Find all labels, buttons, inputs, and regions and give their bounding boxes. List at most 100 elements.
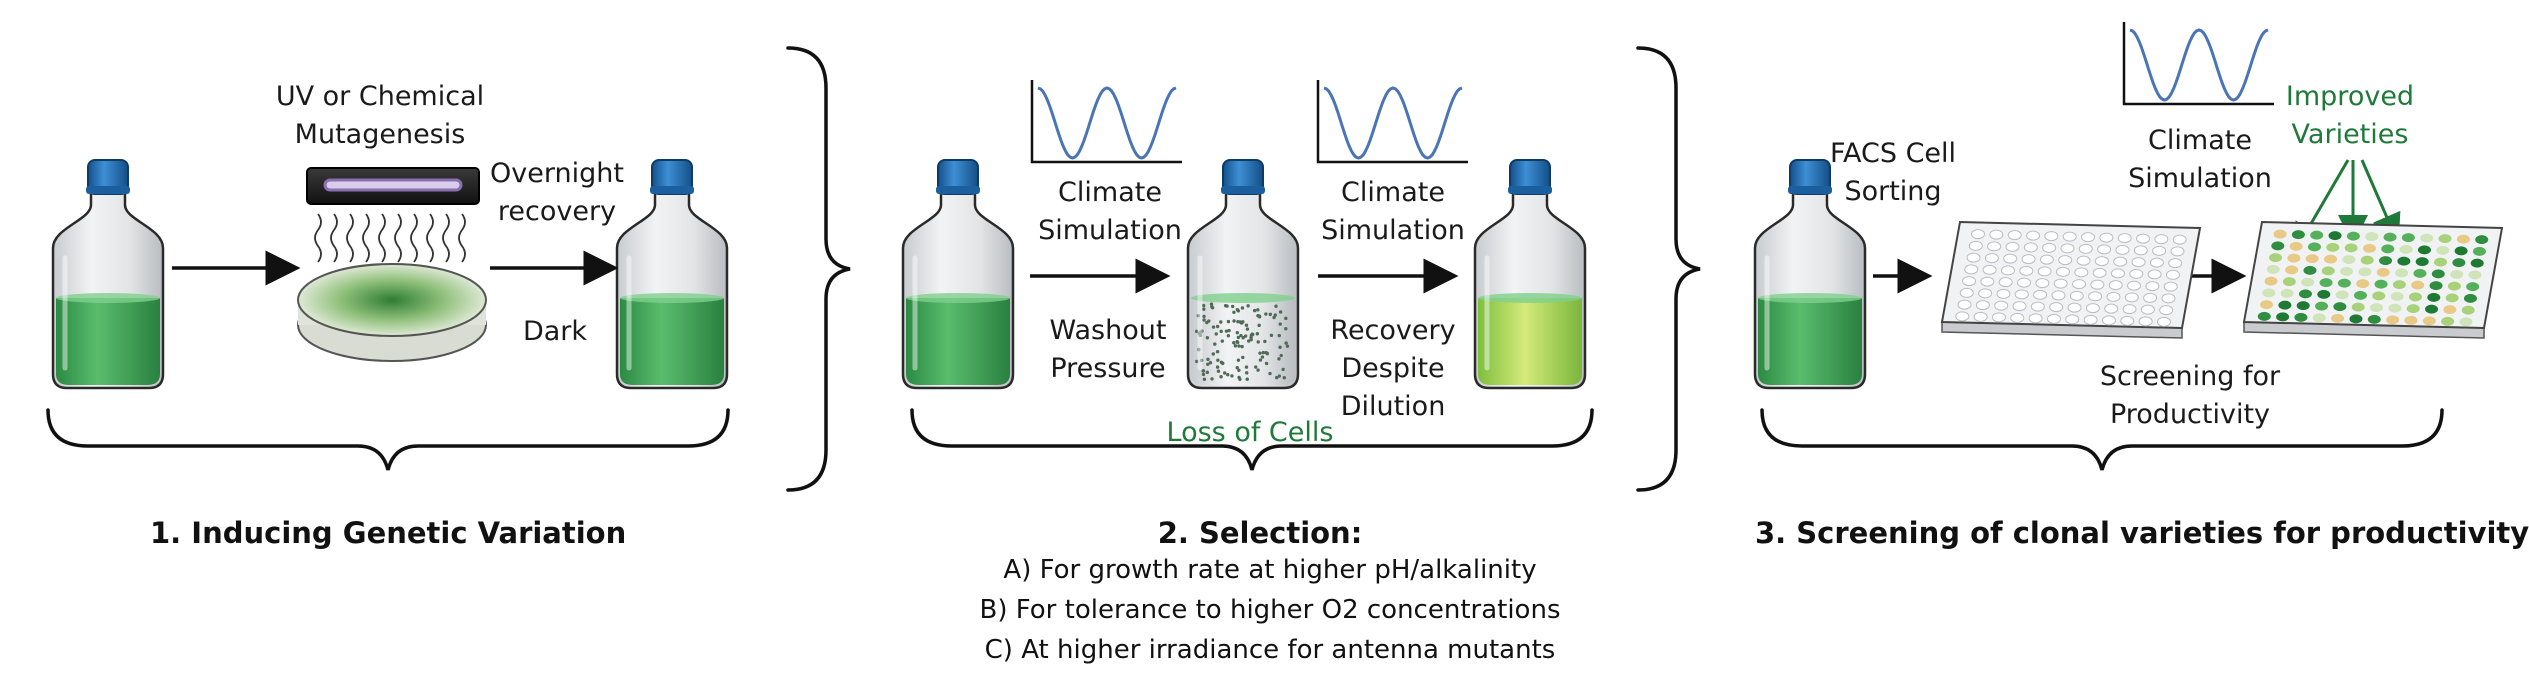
- cell-dot: [1201, 303, 1206, 308]
- cell-dot: [1232, 319, 1236, 323]
- climate-a-line2: Simulation: [1038, 215, 1182, 246]
- uv-ray: [346, 213, 354, 263]
- plate-well: [2113, 256, 2128, 267]
- cell-dot: [1224, 329, 1229, 333]
- well-plate-icon-1: [1940, 220, 2202, 339]
- plate-well: [2145, 281, 2160, 292]
- plate-well: [2356, 279, 2370, 289]
- cell-dot: [1243, 334, 1248, 338]
- cell-dot: [1264, 312, 1268, 316]
- plate-well: [2408, 292, 2422, 302]
- plate-well: [2381, 244, 2395, 254]
- cell-dot: [1196, 314, 1200, 318]
- facs-line1: FACS Cell: [1829, 138, 1957, 169]
- plate-well: [2340, 266, 2354, 276]
- plate-well: [2264, 276, 2278, 286]
- plate-well: [2271, 241, 2285, 251]
- plate-well: [2447, 281, 2461, 291]
- plate-well: [1984, 253, 1999, 264]
- cell-dot: [1215, 365, 1220, 369]
- bottle-icon-5: [1473, 159, 1587, 390]
- plate-well: [2023, 242, 2038, 253]
- cell-dot: [1206, 357, 1210, 362]
- cell-dot: [1207, 319, 1211, 323]
- plate-well: [2149, 257, 2164, 268]
- wave-axes: [1316, 80, 1468, 164]
- plate-well: [2078, 243, 2093, 254]
- plate-well: [2003, 253, 2018, 264]
- plate-well: [2049, 302, 2064, 313]
- plate-well: [2161, 293, 2176, 304]
- cell-dot: [1210, 305, 1214, 309]
- uv-ray: [410, 213, 418, 263]
- cell-dot: [1202, 307, 1206, 311]
- plate-well: [2266, 264, 2280, 274]
- plate-well: [1998, 277, 2013, 288]
- plate-well: [2012, 301, 2027, 312]
- cell-dot: [1233, 344, 1238, 348]
- improved-arrow-icon-3: [2360, 159, 2401, 245]
- plate-well: [2310, 230, 2324, 240]
- cell-dot: [1201, 372, 1206, 377]
- cell-dot: [1214, 332, 1218, 336]
- plate-well: [2466, 282, 2480, 292]
- plate-well: [2110, 268, 2125, 279]
- plate-well: [2017, 277, 2032, 288]
- uv-lamp-tube: [323, 178, 463, 192]
- cell-dot: [1241, 355, 1245, 360]
- climate-c-line1: Climate: [2148, 125, 2252, 156]
- plate-well: [2101, 315, 2116, 326]
- plate-well: [2413, 268, 2427, 278]
- plate-well: [2450, 269, 2464, 279]
- plate-well: [2417, 245, 2431, 255]
- cell-dot: [1235, 330, 1240, 335]
- climate-c-line2: Simulation: [2128, 163, 2272, 194]
- climate-simulation-c-label: Climate Simulation: [2120, 122, 2280, 198]
- uv-lamp-icon: [306, 167, 480, 263]
- plate-well: [2463, 293, 2477, 303]
- plate-well: [2280, 288, 2294, 298]
- plate-well: [2346, 231, 2360, 241]
- cell-dot: [1258, 351, 1262, 355]
- uv-mutagenesis-label: UV or Chemical Mutagenesis: [260, 78, 500, 154]
- petri-dish-icon: [297, 263, 487, 362]
- uv-line1: UV or Chemical: [275, 81, 485, 112]
- cell-dot: [1199, 358, 1204, 363]
- plate-well: [2005, 241, 2020, 252]
- cell-dot: [1237, 344, 1241, 348]
- cell-dot: [1274, 304, 1278, 308]
- cell-dot: [1281, 367, 1285, 372]
- brace-icon-5: [1636, 46, 1701, 492]
- plate-well: [2062, 231, 2077, 242]
- plate-well: [2276, 312, 2290, 322]
- plate-well: [2326, 242, 2340, 252]
- plate-well: [2156, 316, 2171, 327]
- plate-well: [1973, 311, 1988, 322]
- cell-dot: [1241, 336, 1245, 340]
- washout-pressure-label: Washout Pressure: [1028, 312, 1188, 388]
- cell-dot: [1216, 369, 1221, 373]
- plate-well: [2014, 289, 2029, 300]
- facs-line2: Sorting: [1844, 176, 1942, 207]
- bottle-icon-3: [901, 159, 1015, 390]
- plate-well: [2349, 314, 2363, 324]
- plate-well: [2370, 303, 2384, 313]
- plate-well: [2273, 229, 2287, 239]
- plate-well: [2344, 243, 2358, 253]
- plate-well: [2044, 231, 2059, 242]
- plate-well: [2127, 280, 2142, 291]
- plate-well: [2131, 257, 2146, 268]
- cell-dot: [1256, 340, 1260, 344]
- facs-sorting-label: FACS Cell Sorting: [1808, 135, 1978, 211]
- wave-axes: [2122, 22, 2274, 106]
- plate-well: [2168, 258, 2183, 269]
- plate-well: [2170, 246, 2185, 257]
- cell-dot: [1249, 337, 1253, 342]
- uv-ray: [378, 213, 386, 263]
- plate-well: [2269, 253, 2283, 263]
- wave-curve: [1037, 86, 1177, 160]
- plate-well: [2358, 267, 2372, 277]
- cell-dot: [1246, 304, 1250, 308]
- cell-dot: [1245, 371, 1249, 375]
- plate-well: [2331, 313, 2345, 323]
